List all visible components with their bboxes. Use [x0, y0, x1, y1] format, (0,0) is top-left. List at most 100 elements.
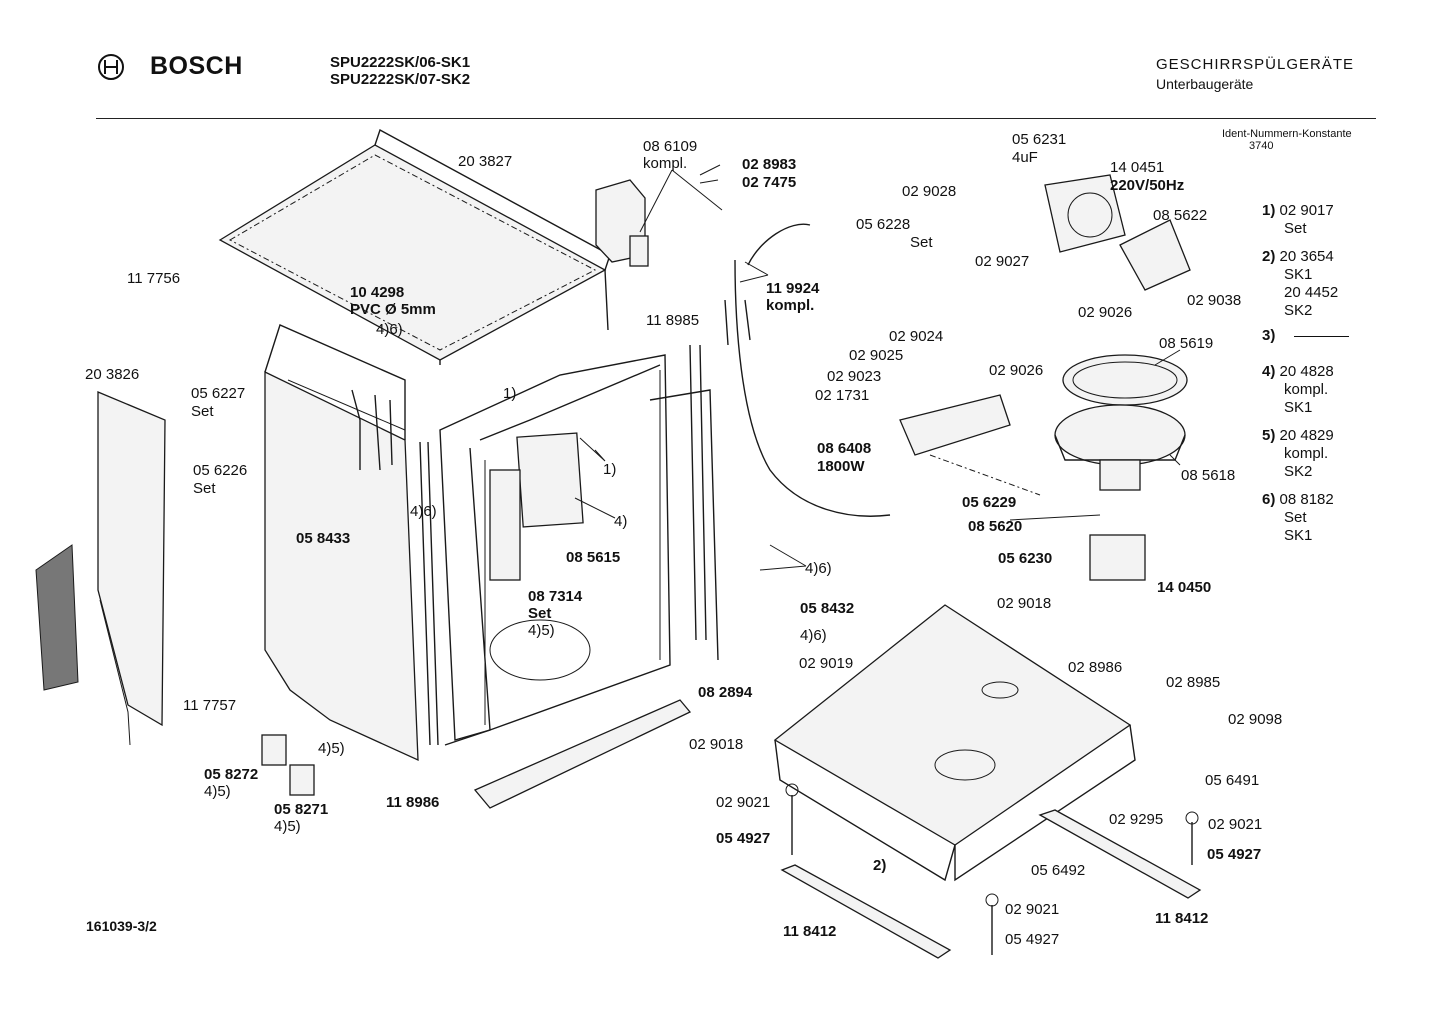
part-label: 05 4927 — [716, 830, 771, 847]
dispenser — [595, 179, 649, 267]
brand-name: BOSCH — [150, 52, 243, 80]
part-label: 4)5) — [318, 740, 345, 757]
part-label: 02 9021 — [1005, 901, 1060, 918]
part-label: 02 9021 — [1208, 816, 1263, 833]
note-6: 6) 08 8182 Set SK1 — [1262, 491, 1334, 544]
part-label: 4)5) — [528, 622, 555, 639]
part-label: 05 8272 — [204, 766, 259, 783]
part-label: 02 9019 — [799, 655, 854, 672]
part-label: 4)6) — [805, 560, 832, 577]
part-label: 2) — [873, 857, 887, 874]
part-label: 11 8412 — [783, 923, 837, 940]
door-seal — [419, 344, 719, 746]
hose-set — [351, 223, 891, 517]
part-label: 4)6) — [376, 321, 403, 338]
part-label: 02 9025 — [849, 347, 904, 364]
part-label: Set — [191, 403, 214, 420]
part-label: 05 6228 — [856, 216, 911, 233]
part-label: 1) — [503, 385, 517, 402]
part-label: 220V/50Hz — [1110, 177, 1185, 194]
part-label: 02 8985 — [1166, 674, 1221, 691]
foot-rail-left — [780, 864, 952, 959]
part-label: 11 7756 — [127, 270, 181, 287]
part-label: 4)6) — [410, 503, 437, 520]
top-cover-plate — [218, 128, 611, 365]
part-label: 10 4298 — [350, 284, 405, 301]
part-label: 4)6) — [800, 627, 827, 644]
part-label: 20 3826 — [85, 366, 140, 383]
part-label: 02 9018 — [689, 736, 744, 753]
screw-foot — [785, 783, 1199, 955]
part-label: 02 9023 — [827, 368, 882, 385]
part-label: 02 9028 — [902, 183, 957, 200]
bosch-armature-logo-icon — [98, 54, 124, 80]
filter-ring — [1062, 354, 1188, 406]
ident-label: Ident-Nummern-Konstante — [1222, 128, 1352, 140]
part-label: 02 1731 — [815, 387, 870, 404]
part-label: 11 8412 — [1155, 910, 1209, 927]
part-label: 02 9024 — [889, 328, 944, 345]
part-label: kompl. — [766, 297, 815, 314]
part-label: 11 7757 — [183, 697, 237, 714]
model-number-2: SPU2222SK/07-SK2 — [330, 71, 471, 88]
insulation-mat — [35, 544, 79, 691]
leader-lines — [574, 164, 1181, 571]
part-label: 08 6408 — [817, 440, 872, 457]
part-label: 02 7475 — [742, 174, 797, 191]
part-label: 08 2894 — [698, 684, 753, 701]
part-label: 4)5) — [204, 783, 231, 800]
note-5: 5) 20 4829 kompl. SK2 — [1262, 427, 1334, 480]
part-label: 02 9018 — [997, 595, 1052, 612]
part-label: 4) — [614, 513, 628, 530]
part-label: 02 8983 — [742, 156, 797, 173]
part-label: 05 6492 — [1031, 862, 1086, 879]
part-label: 05 6229 — [962, 494, 1017, 511]
part-label: 08 5622 — [1153, 207, 1208, 224]
part-label: kompl. — [643, 155, 688, 172]
part-label: 05 4927 — [1005, 931, 1060, 948]
drawing-number: 161039-3/2 — [86, 918, 157, 934]
note-1: 1) 02 9017 Set — [1262, 202, 1334, 237]
part-label: 08 5615 — [566, 549, 621, 566]
inlet-valve — [261, 534, 1146, 796]
part-label: PVC Ø 5mm — [350, 301, 436, 318]
part-label: 02 9038 — [1187, 292, 1242, 309]
note-3: 3) — [1262, 327, 1349, 345]
note-2: 2) 20 3654 SK1 20 4452 SK2 — [1262, 248, 1339, 319]
product-category: GESCHIRRSPÜLGERÄTE — [1156, 56, 1355, 73]
part-label: 14 0450 — [1157, 579, 1212, 596]
part-label: 11 8985 — [646, 312, 700, 329]
part-label: Set — [910, 234, 933, 251]
note-4: 4) 20 4828 kompl. SK1 — [1262, 363, 1334, 416]
part-label: 08 6109 — [643, 138, 698, 155]
part-label: Set — [193, 480, 216, 497]
kick-plate — [473, 699, 692, 809]
part-label: 4uF — [1012, 149, 1038, 166]
part-label: 08 5620 — [968, 518, 1023, 535]
pump-motor — [1044, 174, 1126, 253]
part-label: 05 8271 — [274, 801, 329, 818]
part-label: 4)5) — [274, 818, 301, 835]
part-label: 08 7314 — [528, 588, 583, 605]
pump-housing — [1119, 219, 1191, 291]
part-label: 20 3827 — [458, 153, 513, 170]
part-label: 02 9026 — [989, 362, 1044, 379]
part-label: 05 4927 — [1207, 846, 1262, 863]
part-label: 1800W — [817, 458, 865, 475]
part-label: 05 6491 — [1205, 772, 1260, 789]
part-label: 02 9098 — [1228, 711, 1283, 728]
part-label: 02 9021 — [716, 794, 771, 811]
part-label: 1) — [603, 461, 617, 478]
ident-value: 3740 — [1249, 140, 1274, 152]
part-label: 11 8986 — [386, 794, 440, 811]
product-subcategory: Unterbaugeräte — [1156, 76, 1254, 92]
part-label: 11 9924 — [766, 280, 820, 297]
part-label: 08 5618 — [1181, 467, 1236, 484]
sump-housing — [1054, 404, 1186, 491]
base-tray — [773, 604, 1136, 882]
part-label: 05 6230 — [998, 550, 1053, 567]
side-panel-left — [97, 391, 166, 746]
part-label: 08 5619 — [1159, 335, 1214, 352]
model-number-1: SPU2222SK/06-SK1 — [330, 54, 471, 71]
